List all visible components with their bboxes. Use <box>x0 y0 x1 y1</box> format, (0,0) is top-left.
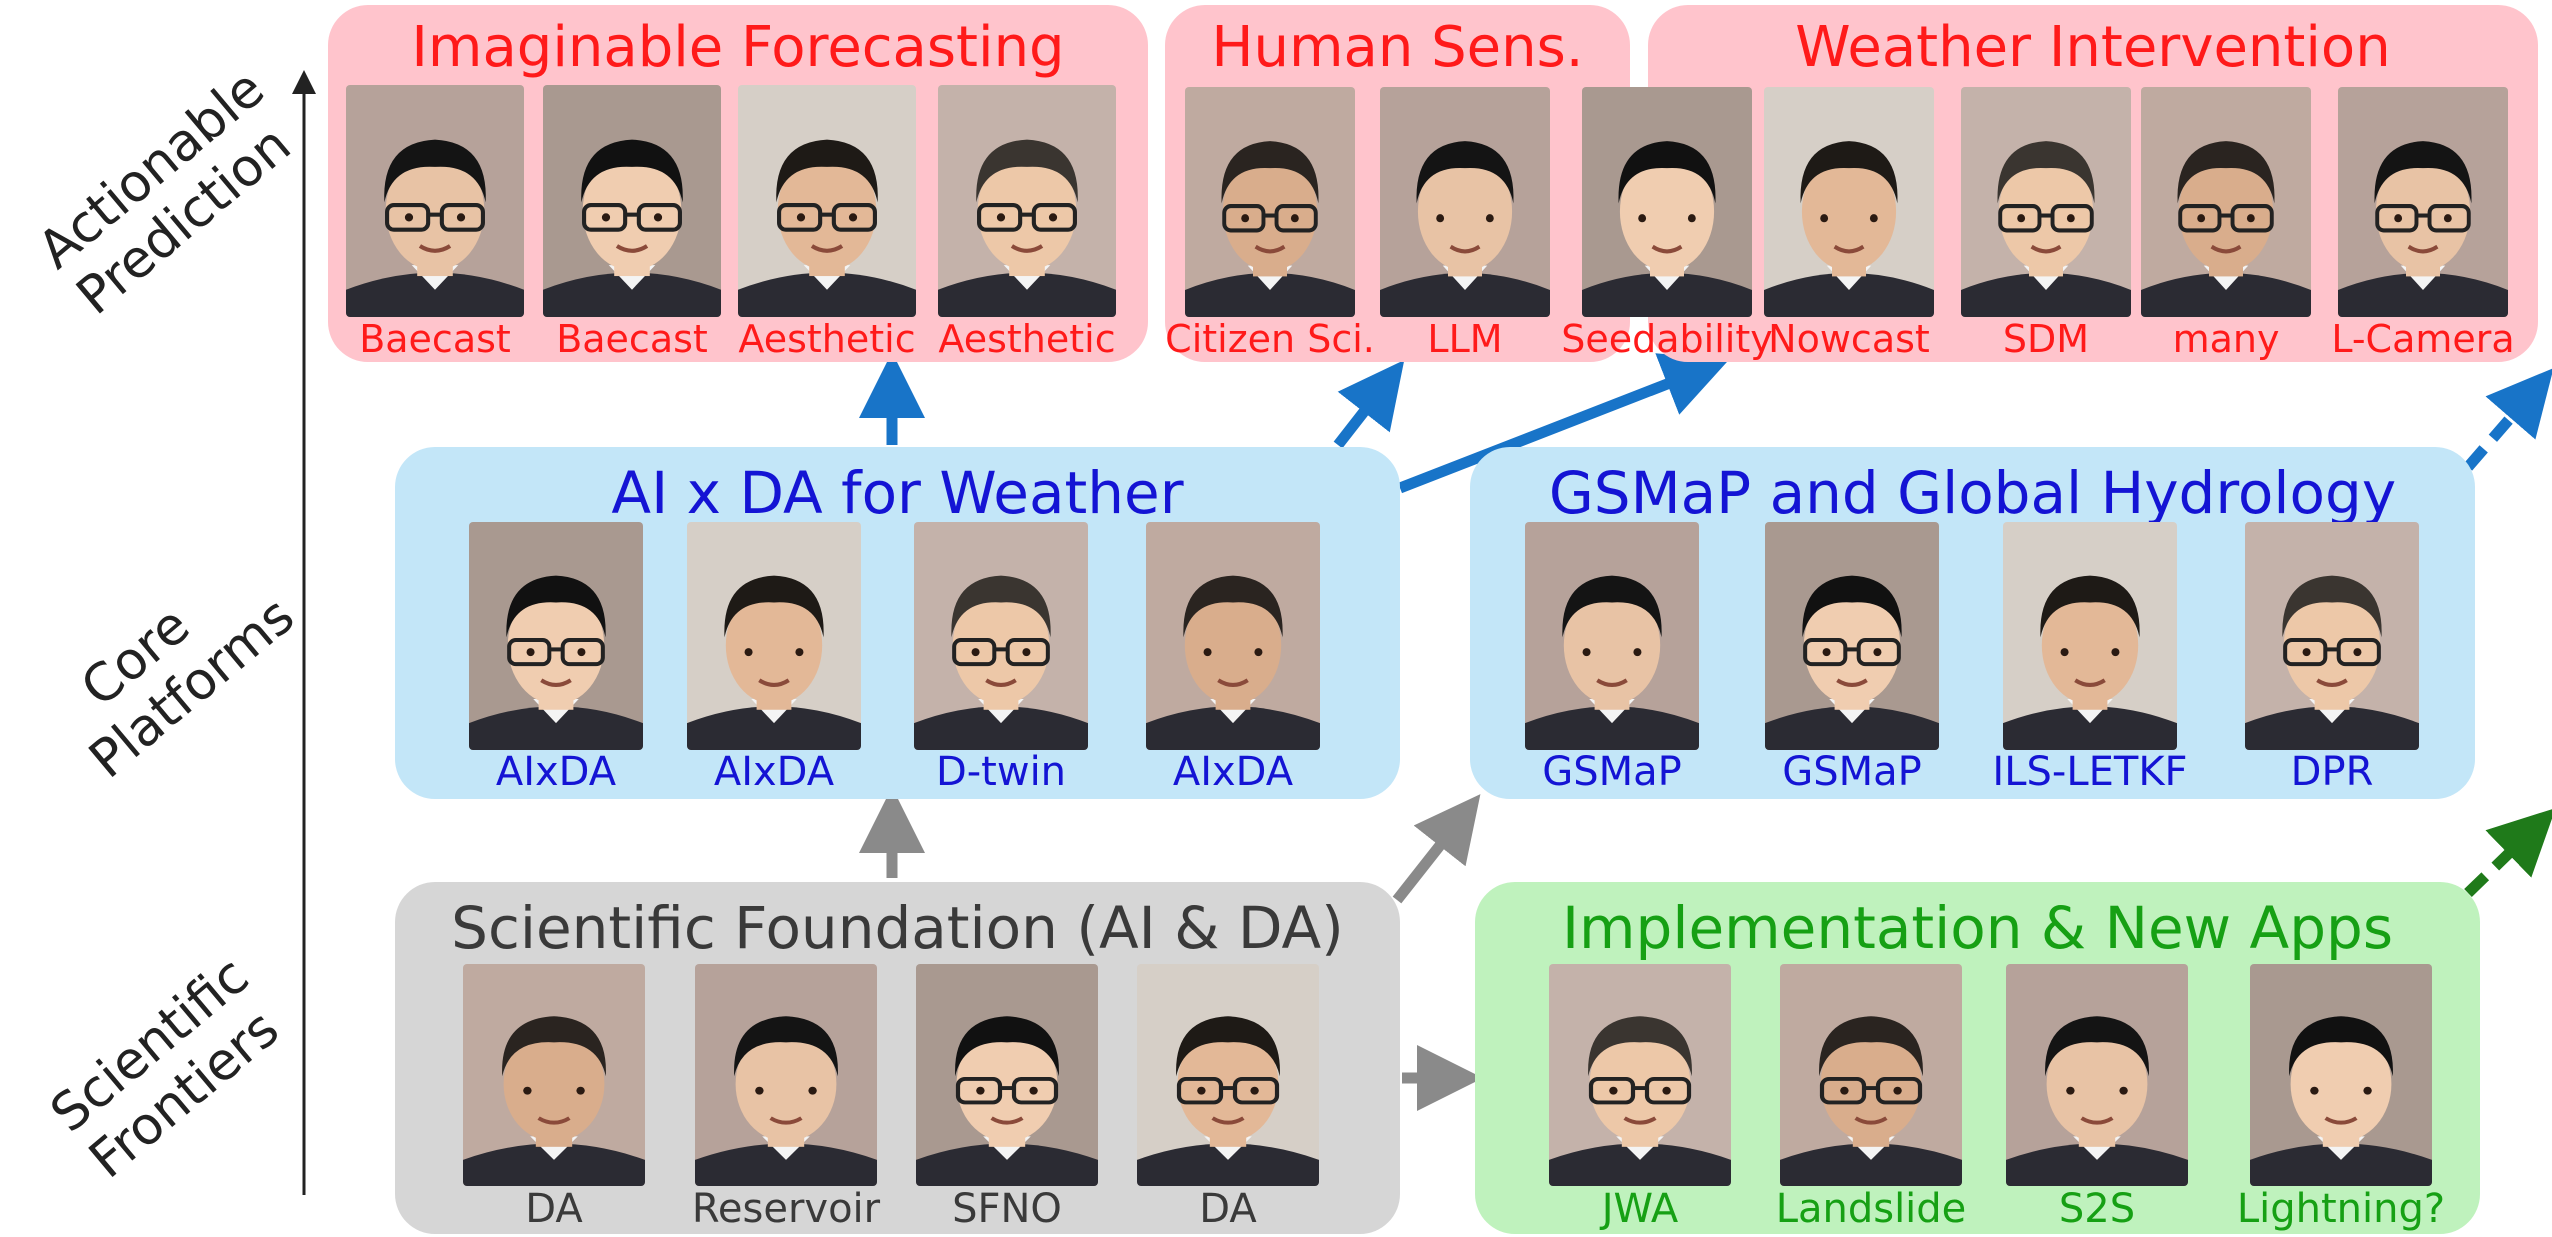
portrait-caption: Citizen Sci. <box>1165 317 1375 361</box>
portrait-caption: Nowcast <box>1768 317 1930 361</box>
portrait-caption: AIxDA <box>495 749 617 795</box>
weather-intervention-title: Weather Intervention <box>1795 15 2391 80</box>
arrow-science-to-gsmap <box>1392 794 1481 904</box>
portrait-caption: LLM <box>1427 317 1503 361</box>
person-glasses-icon <box>2338 87 2508 317</box>
person-icon <box>2006 964 2188 1186</box>
portrait-caption: ILS-LETKF <box>1992 749 2188 795</box>
person-glasses-icon <box>938 85 1116 317</box>
person-icon <box>695 964 877 1186</box>
person-glasses-icon <box>543 85 721 317</box>
person-glasses-icon <box>916 964 1098 1186</box>
human-sens-title: Human Sens. <box>1211 15 1584 80</box>
person-icon <box>1525 522 1699 750</box>
portrait-caption: Reservoir <box>691 1186 881 1232</box>
portrait-caption: JWA <box>1601 1186 1679 1232</box>
portrait-caption: D-twin <box>935 749 1067 795</box>
imaginable-title: Imaginable Forecasting <box>411 15 1065 80</box>
person-glasses-icon <box>1549 964 1731 1186</box>
person-icon <box>2250 964 2432 1186</box>
person-icon <box>1380 87 1550 317</box>
portrait-caption: Seedability <box>1561 317 1773 361</box>
portrait-caption: GSMaP <box>1782 749 1922 795</box>
portrait-caption: AIxDA <box>713 749 835 795</box>
portrait-caption: L-Camera <box>2331 317 2515 361</box>
person-glasses-icon <box>914 522 1088 750</box>
person-icon <box>687 522 861 750</box>
portrait-caption: DA <box>525 1186 583 1232</box>
portrait-caption: Aesthetic <box>938 317 1116 361</box>
person-icon <box>463 964 645 1186</box>
person-glasses-icon <box>1137 964 1319 1186</box>
person-glasses-icon <box>1961 87 2131 317</box>
portrait-caption: SDM <box>2002 317 2090 361</box>
person-icon <box>1764 87 1934 317</box>
person-glasses-icon <box>469 522 643 750</box>
scientific-title: Scientific Foundation (AI & DA) <box>451 894 1344 962</box>
person-glasses-icon <box>2141 87 2311 317</box>
portrait-caption: S2S <box>2058 1186 2136 1232</box>
portrait-caption: DPR <box>2290 749 2374 795</box>
portrait-caption: SFNO <box>952 1186 1062 1232</box>
person-glasses-icon <box>346 85 524 317</box>
person-icon <box>1146 522 1320 750</box>
person-glasses-icon <box>2245 522 2419 750</box>
arrow-ai-da-to-human-sens <box>1333 359 1405 449</box>
portrait-caption: Landslide <box>1775 1186 1967 1232</box>
portrait-caption: GSMaP <box>1542 749 1682 795</box>
group-human-sens: Human Sens. Citizen Sci. LLM <box>1165 5 1630 362</box>
portrait-caption: Baecast <box>359 317 511 361</box>
implementation-title: Implementation & New Apps <box>1561 894 2394 962</box>
arrow-implementation-to-next-dashed <box>2464 808 2552 897</box>
portrait-caption: Baecast <box>556 317 708 361</box>
arrow-ai-da-to-intervention <box>1398 353 1729 494</box>
ai-da-title: AI x DA for Weather <box>611 459 1184 527</box>
arrow-gsmap-to-next-dashed <box>2463 368 2552 471</box>
person-glasses-icon <box>1780 964 1962 1186</box>
gsmap-title: GSMaP and Global Hydrology <box>1548 459 2397 527</box>
portrait-caption: many <box>2172 317 2280 361</box>
group-scientific-foundation: Scientific Foundation (AI & DA) DA Reservo… <box>395 882 1400 1234</box>
person-icon <box>2003 522 2177 750</box>
person-glasses-icon <box>1185 87 1355 317</box>
portrait-caption: DA <box>1199 1186 1257 1232</box>
person-glasses-icon <box>1765 522 1939 750</box>
person-glasses-icon <box>738 85 916 317</box>
portrait-caption: Aesthetic <box>738 317 916 361</box>
person-icon <box>1582 87 1752 317</box>
portrait-caption: AIxDA <box>1172 749 1294 795</box>
portrait-caption: Lightning? <box>2236 1186 2446 1232</box>
